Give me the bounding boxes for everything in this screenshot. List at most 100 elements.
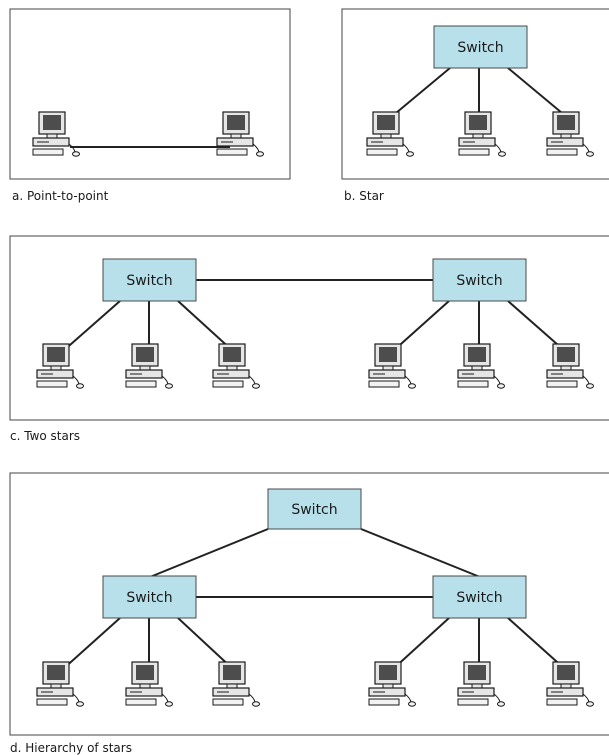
link: [507, 67, 569, 119]
computer-icon: [458, 111, 506, 157]
monitor-screen: [136, 665, 154, 680]
switch: Switch: [433, 25, 528, 69]
keyboard: [546, 148, 578, 156]
system-unit: [368, 687, 406, 697]
computer-icon: [368, 343, 416, 389]
mouse-cable: [161, 693, 169, 703]
mouse-cable: [582, 375, 590, 385]
switch-box: [102, 575, 197, 619]
system-unit: [368, 369, 406, 379]
monitor-stand: [230, 133, 242, 139]
keyboard: [457, 380, 489, 388]
mouse-cable: [252, 143, 260, 153]
keyboard: [36, 698, 68, 706]
switch-box: [432, 258, 527, 302]
monitor-screen: [468, 665, 486, 680]
system-unit: [36, 369, 74, 379]
monitor-screen: [136, 347, 154, 362]
keyboard: [368, 380, 400, 388]
mouse: [76, 383, 84, 389]
mouse-cable: [72, 375, 80, 385]
panel-point-to-point: a. Point-to-point: [9, 8, 291, 203]
system-unit: [546, 369, 584, 379]
mouse: [165, 701, 173, 707]
link: [177, 617, 235, 671]
switch-box: [102, 258, 197, 302]
system-unit: [216, 137, 254, 147]
keyboard: [458, 148, 490, 156]
monitor-stand: [380, 133, 392, 139]
link: [391, 617, 450, 671]
switch: Switch: [432, 258, 527, 302]
mouse-cable: [404, 693, 412, 703]
link: [507, 617, 567, 671]
system-unit: [546, 687, 584, 697]
mouse-cable: [161, 375, 169, 385]
keyboard: [125, 380, 157, 388]
computer-icon: [36, 343, 84, 389]
monitor-stand: [46, 133, 58, 139]
mouse-cable: [68, 143, 76, 153]
monitor-screen: [223, 347, 241, 362]
switch: Switch: [432, 575, 527, 619]
monitor-screen: [47, 665, 65, 680]
keyboard: [368, 698, 400, 706]
keyboard: [366, 148, 398, 156]
link: [360, 528, 481, 578]
mouse: [406, 151, 414, 157]
monitor-stand: [226, 365, 238, 371]
link: [61, 617, 121, 671]
computer-icon: [368, 661, 416, 707]
mouse: [586, 383, 594, 389]
caption-two-stars: c. Two stars: [10, 429, 80, 443]
mouse: [252, 383, 260, 389]
keyboard: [212, 698, 244, 706]
system-unit: [457, 687, 495, 697]
link: [149, 528, 269, 578]
mouse: [72, 151, 80, 157]
system-unit: [125, 687, 163, 697]
mouse-cable: [404, 375, 412, 385]
mouse: [76, 701, 84, 707]
mouse-cable: [582, 693, 590, 703]
system-unit: [36, 687, 74, 697]
keyboard: [32, 148, 64, 156]
panel-hierarchy-of-stars: Switch Switch Switch d. Hierarchy of sta…: [9, 472, 609, 755]
monitor-screen: [47, 347, 65, 362]
monitor-stand: [560, 133, 572, 139]
mouse-cable: [493, 375, 501, 385]
switch: Switch: [102, 575, 197, 619]
keyboard: [212, 380, 244, 388]
mouse: [586, 151, 594, 157]
mouse: [498, 151, 506, 157]
system-unit: [212, 687, 250, 697]
caption-star: b. Star: [344, 189, 384, 203]
switch-label: Switch: [126, 590, 172, 606]
monitor-screen: [557, 115, 575, 130]
switch-label: Switch: [456, 590, 502, 606]
mouse: [256, 151, 264, 157]
keyboard: [36, 380, 68, 388]
switch: Switch: [267, 488, 362, 530]
computer-icon: [212, 343, 260, 389]
computer-icon: [457, 343, 505, 389]
system-unit: [457, 369, 495, 379]
mouse-cable: [493, 693, 501, 703]
keyboard: [125, 698, 157, 706]
monitor-screen: [379, 347, 397, 362]
keyboard: [546, 380, 578, 388]
monitor-screen: [377, 115, 395, 130]
system-unit: [366, 137, 404, 147]
monitor-stand: [139, 365, 151, 371]
mouse: [586, 701, 594, 707]
computer-icon: [546, 661, 594, 707]
caption-point-to-point: a. Point-to-point: [12, 189, 109, 203]
monitor-screen: [43, 115, 61, 130]
mouse-cable: [494, 143, 502, 153]
computer-icon: [36, 661, 84, 707]
monitor-stand: [560, 365, 572, 371]
keyboard: [546, 698, 578, 706]
monitor-screen: [468, 347, 486, 362]
switch-label: Switch: [126, 273, 172, 289]
